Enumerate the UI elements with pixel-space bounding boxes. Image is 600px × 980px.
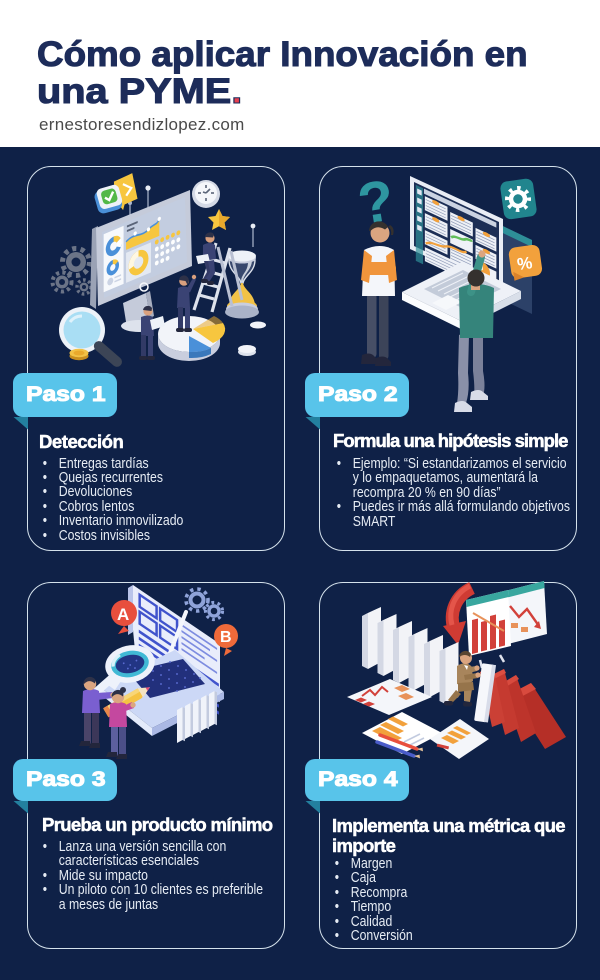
svg-text:B: B [220, 629, 232, 646]
svg-text:%: % [516, 253, 534, 274]
svg-text:A: A [117, 605, 129, 624]
